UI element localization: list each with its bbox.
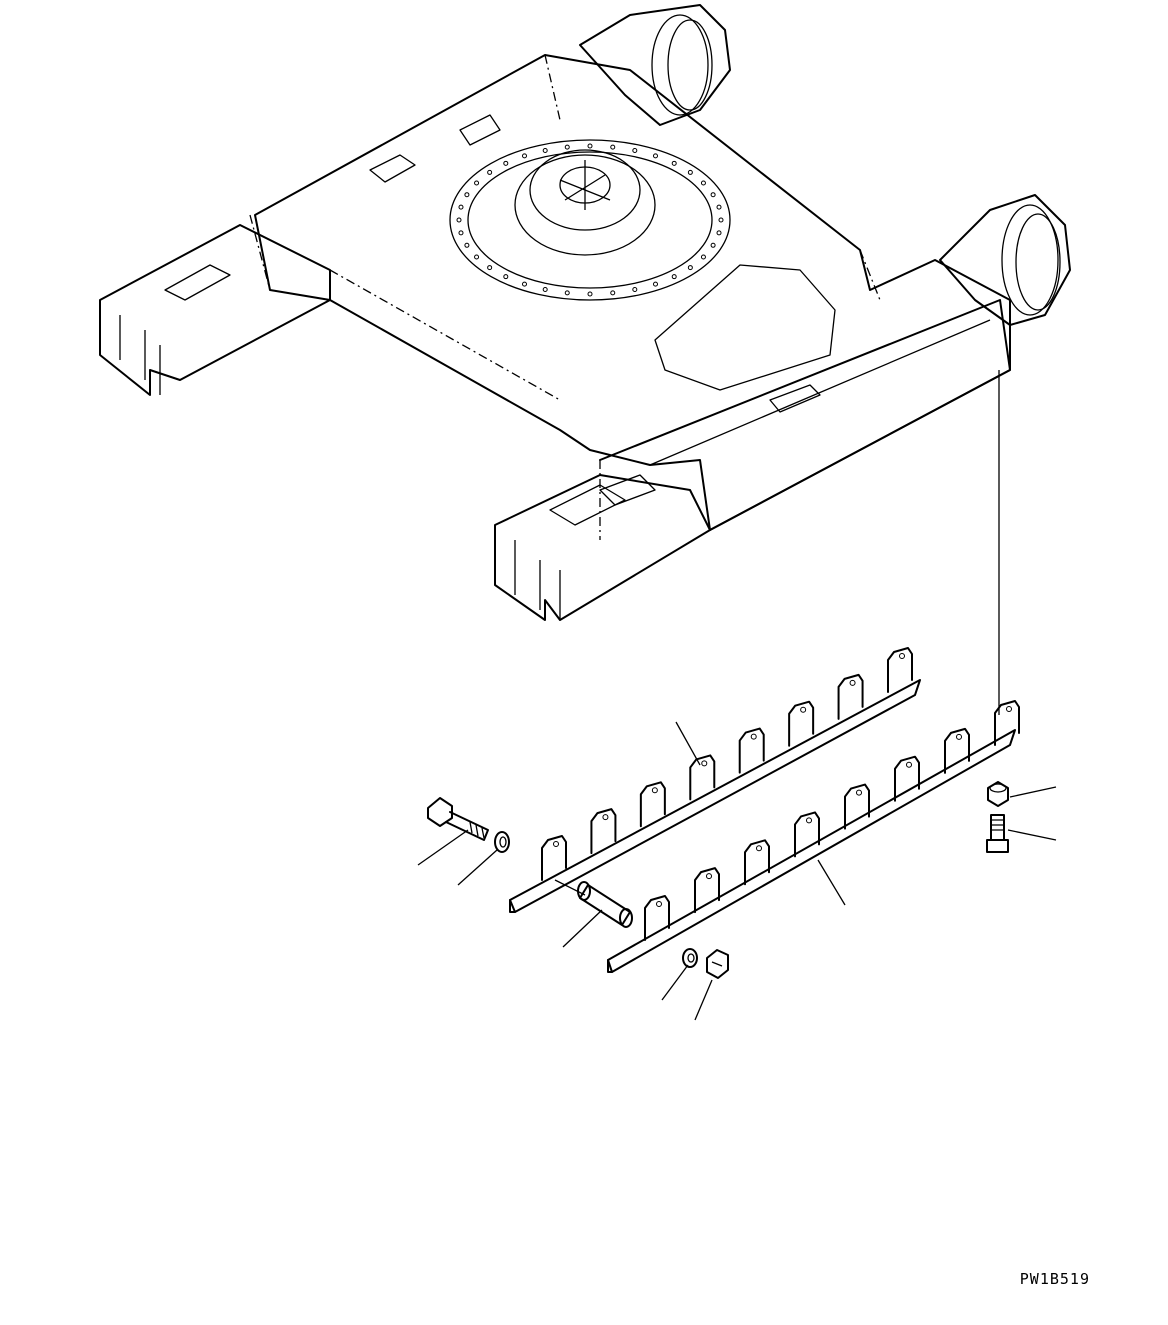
swing-circle-bolt-hole (458, 204, 464, 210)
bracket-hole (906, 761, 912, 768)
track-frame (99, 4, 1071, 621)
swing-circle-bolt-hole (564, 290, 570, 296)
track-guard-upper (509, 647, 921, 913)
swing-circle-bolt-hole (503, 160, 509, 166)
nut (706, 949, 729, 979)
callout-leaders (417, 721, 1057, 1021)
swing-circle-bolt-hole (522, 153, 527, 159)
swing-circle-bolt-hole (456, 217, 462, 223)
swing-circle-bolt-hole (503, 274, 509, 280)
swing-circle-bolt-hole (700, 254, 706, 260)
swing-circle-bolt-hole (653, 281, 658, 287)
swing-circle-bolt-hole (710, 242, 716, 248)
bracket-hole (956, 733, 962, 740)
leader-upper-guard (675, 721, 701, 766)
guard-bracket (837, 673, 864, 720)
bracket-hole (750, 733, 757, 740)
swing-circle-bolt-hole (587, 291, 593, 297)
swing-circle-bolt-hole (700, 180, 706, 186)
swing-circle-bolt-hole (718, 217, 724, 223)
guard-bracket (590, 808, 617, 855)
swing-circle-bolt-hole (671, 160, 677, 166)
washer (494, 831, 510, 853)
bracket-hole (651, 787, 658, 794)
spacer-pipe (577, 881, 633, 928)
leader-spacer-to-guard (554, 879, 586, 896)
bracket-hole (701, 760, 708, 767)
swing-circle-bolt-hole (522, 281, 527, 287)
swing-circle-bolt-hole (542, 147, 548, 153)
leader-guard-bolt (1007, 829, 1057, 841)
swing-circle-bolt-hole (653, 153, 658, 159)
leader-guard-nut (1009, 786, 1057, 798)
guard-bracket (738, 727, 765, 774)
bolt (427, 797, 489, 841)
swing-circle-bolt-hole (458, 230, 464, 236)
guard-bracket (788, 700, 815, 747)
bracket-hole (849, 679, 856, 686)
swing-circle-bolt-hole (542, 287, 548, 293)
swing-circle-bolt-hole (487, 265, 493, 271)
swing-circle-bolt-hole (610, 290, 616, 296)
bracket-hole (553, 841, 559, 847)
swing-circle-bolt-hole (671, 274, 677, 280)
swing-circle-bolt-hole (474, 254, 480, 260)
drawing-code: PW1B519 (1019, 1270, 1090, 1288)
swing-circle-bolt-hole (610, 144, 616, 150)
guard-bracket (944, 727, 970, 774)
leader-washer (457, 849, 498, 886)
bracket-hole (800, 706, 807, 713)
guard-bracket (844, 783, 870, 830)
swing-circle-bolt-hole (632, 147, 638, 153)
guard-nut (987, 781, 1009, 807)
swing-circle-bolt-hole (716, 204, 722, 210)
bracket-hole (656, 901, 662, 907)
guard-bracket (994, 700, 1020, 746)
leader-plain-washer (661, 964, 689, 1001)
bracket-hole (602, 814, 609, 821)
bracket-hole (706, 873, 712, 880)
swing-circle-bolt-hole (487, 169, 493, 175)
bracket-hole (1006, 706, 1012, 712)
swing-circle-bolt-hole (687, 265, 693, 271)
bracket-hole (899, 653, 905, 659)
guard-bracket (744, 839, 770, 886)
swing-circle-bolt-hole (687, 169, 693, 175)
plain-washer (682, 948, 698, 968)
guard-bracket (644, 895, 670, 941)
leader-spacer (562, 909, 603, 948)
guard-bracket (689, 754, 716, 801)
swing-circle-bolt-hole (587, 143, 593, 149)
guard-bracket (639, 781, 666, 828)
swing-circle-bolt-hole (564, 144, 570, 150)
guard-bracket (794, 811, 820, 858)
leader-nut (694, 979, 713, 1021)
swing-circle-bolt-hole (464, 242, 470, 248)
track-guard-lower (607, 700, 1020, 973)
bracket-hole (806, 817, 812, 824)
swing-circle-bolt-hole (710, 192, 716, 198)
leader-bolt (417, 829, 469, 866)
guard-bracket (541, 835, 567, 881)
swing-circle-bolt-hole (464, 192, 470, 198)
swing-circle-bolt-hole (474, 180, 480, 186)
bracket-hole (756, 845, 762, 852)
swing-circle-bolt-hole (632, 287, 638, 293)
guard-bolt (986, 814, 1009, 853)
swing-circle-bolt-hole (716, 230, 722, 236)
bracket-hole (856, 789, 862, 796)
guard-bracket (894, 755, 920, 802)
leader-lower-guard (817, 859, 846, 906)
guard-bracket (694, 867, 720, 914)
guard-bracket (887, 647, 913, 693)
